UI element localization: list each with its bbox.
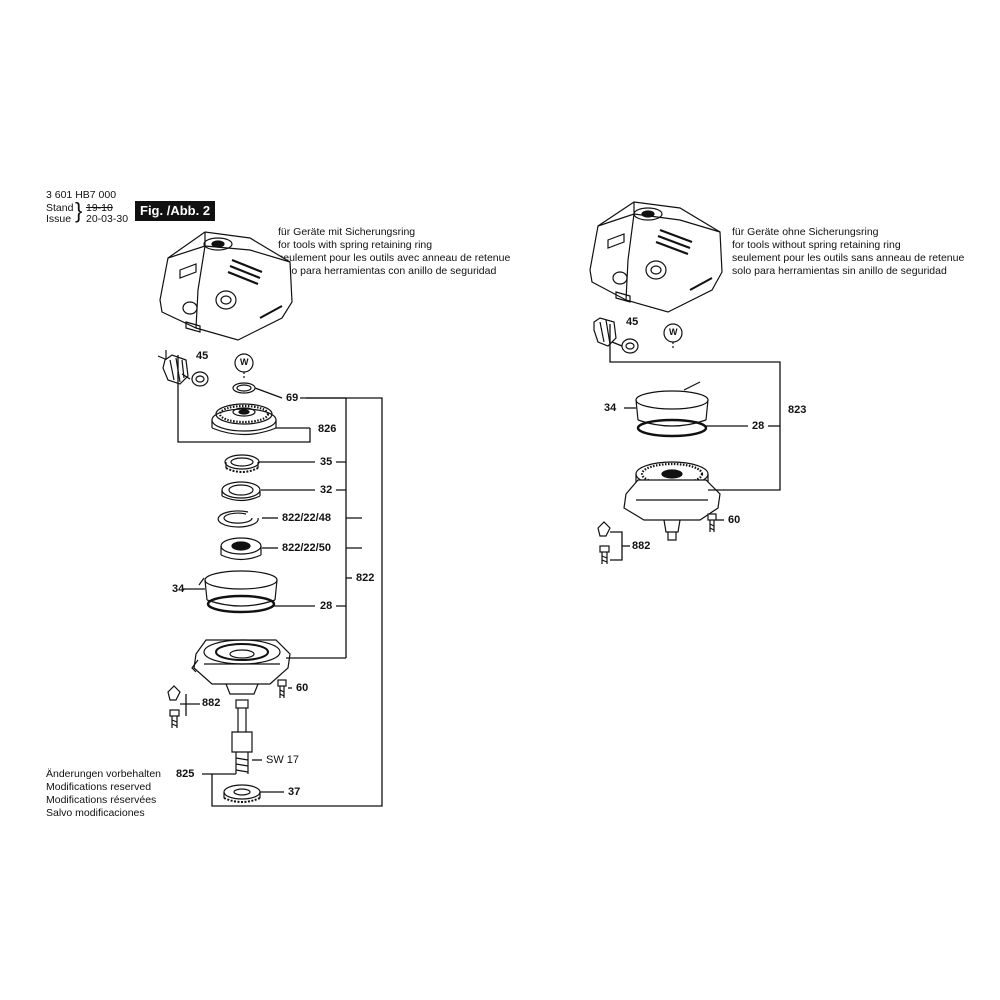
label-w-right: W <box>669 327 678 337</box>
spindle-825 <box>231 699 253 774</box>
left-note-line: solo para herramientas con anillo de seg… <box>278 265 497 277</box>
label-34-right: 34 <box>604 402 617 414</box>
pinion-45-left <box>157 350 209 387</box>
clamp-flange-37 <box>223 784 261 803</box>
footer-note-line: Modifications réservées <box>46 794 157 806</box>
label-60-left: 60 <box>296 682 309 694</box>
circlip-69 <box>232 382 256 394</box>
label-825: 825 <box>176 768 195 780</box>
screw-60-right <box>707 513 717 532</box>
label-823: 823 <box>788 404 807 416</box>
leader-lines-right <box>609 324 781 561</box>
label-60-right: 60 <box>728 514 741 526</box>
retaining-ring-822-22-48 <box>217 510 259 528</box>
header-brace: } <box>75 198 83 223</box>
bearing-32 <box>221 481 261 502</box>
left-note: für Geräte mit Sicherungsring for tools … <box>278 226 510 278</box>
issue-label: Issue <box>46 213 72 225</box>
bevel-gear-826 <box>211 403 277 436</box>
label-sw17: SW 17 <box>266 754 300 766</box>
label-34-left: 34 <box>172 583 185 595</box>
label-28-left: 28 <box>320 600 333 612</box>
right-note-line: für Geräte ohne Sicherungsring <box>732 226 879 238</box>
sleeve-34-left <box>198 570 278 607</box>
footer-note-line: Änderungen vorbehalten <box>46 768 162 780</box>
part-number: 3 601 HB7 000 <box>46 189 117 201</box>
o-ring-28-left <box>206 594 276 614</box>
screw-882-right <box>597 521 611 564</box>
gear-flange-assembly-right <box>623 461 721 541</box>
left-note-line: für Geräte mit Sicherungsring <box>278 226 416 238</box>
screw-60-left <box>277 679 287 698</box>
label-822-22-48: 822/22/48 <box>282 512 331 524</box>
grease-symbol-left <box>234 353 254 378</box>
issue-value: 20-03-30 <box>86 213 129 225</box>
right-note-line: solo para herramientas sin anillo de seg… <box>732 265 947 277</box>
right-note-line: seulement pour les outils sans anneau de… <box>732 252 965 264</box>
stand-value: 19-10 <box>86 202 113 214</box>
label-45-left: 45 <box>196 350 209 362</box>
label-35: 35 <box>320 456 333 468</box>
right-note-line: for tools without spring retaining ring <box>732 239 901 251</box>
label-32: 32 <box>320 484 333 496</box>
grease-symbol-right <box>663 323 683 350</box>
figure-label: Fig. /Abb. 2 <box>135 201 216 221</box>
stand-label: Stand <box>46 202 74 214</box>
label-37: 37 <box>288 786 301 798</box>
gear-housing-right <box>589 201 723 313</box>
label-882-left: 882 <box>202 697 221 709</box>
label-w-left: W <box>240 357 249 367</box>
label-45-right: 45 <box>626 316 639 328</box>
label-69: 69 <box>286 392 299 404</box>
right-note: für Geräte ohne Sicherungsring for tools… <box>732 226 964 278</box>
label-826: 826 <box>318 423 337 435</box>
left-note-line: seulement pour les outils avec anneau de… <box>278 252 511 264</box>
footer-note-line: Modifications reserved <box>46 781 152 793</box>
label-882-right: 882 <box>632 540 651 552</box>
bearing-flange-left <box>191 639 291 695</box>
needle-bearing-35 <box>224 454 260 473</box>
left-note-line: for tools with spring retaining ring <box>278 239 433 251</box>
gear-housing-left <box>159 231 293 341</box>
leader-lines-left <box>177 355 383 807</box>
label-822-22-50: 822/22/50 <box>282 542 331 554</box>
sleeve-34-right <box>635 381 709 427</box>
ball-bearing-822-22-50 <box>220 537 262 561</box>
label-28-right: 28 <box>752 420 765 432</box>
footer-note-line: Salvo modificaciones <box>46 807 145 819</box>
footer-note: Änderungen vorbehalten Modifications res… <box>46 768 161 820</box>
o-ring-28-right <box>636 418 708 438</box>
screw-882-left <box>167 685 181 728</box>
label-822: 822 <box>356 572 375 584</box>
